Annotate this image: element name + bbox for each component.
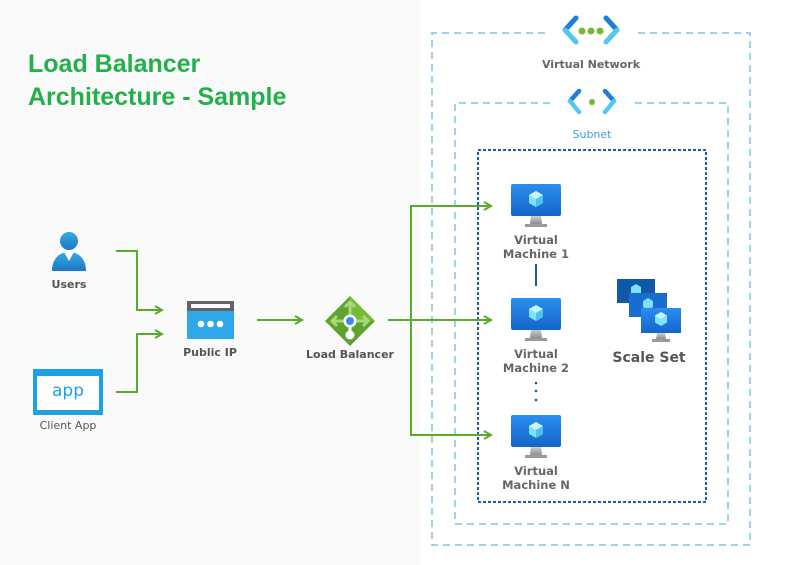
arrow-users-to-public-ip — [116, 250, 162, 310]
load-balancer-label: Load Balancer — [306, 348, 394, 361]
subnet-icon — [567, 88, 617, 115]
subnet-boundary — [454, 102, 729, 525]
vm-n-label-line-1: Virtual — [514, 464, 558, 478]
title-line-2: Architecture - Sample — [28, 83, 287, 111]
arrow-client-app-to-public-ip — [116, 334, 162, 393]
virtual-machine-n-label: Virtual Machine N — [502, 464, 570, 492]
vm-1-label-line-2: Machine 1 — [502, 247, 570, 261]
virtual-network-label: Virtual Network — [541, 58, 641, 71]
vm-1-label-line-1: Virtual — [514, 233, 558, 247]
ellipsis-dot — [534, 398, 538, 402]
public-ip-label: Public IP — [183, 346, 237, 359]
client-app-icon-text: app — [37, 376, 99, 410]
ellipsis-dot — [534, 381, 538, 385]
client-app-icon: app — [33, 369, 103, 415]
virtual-machine-2-label: Virtual Machine 2 — [503, 347, 569, 375]
client-app-label: Client App — [39, 419, 97, 432]
title-line-1: Load Balancer — [28, 50, 201, 78]
virtual-machine-1-label: Virtual Machine 1 — [503, 233, 569, 261]
virtual-machine-1-icon — [511, 184, 561, 227]
load-balancer-icon — [325, 296, 375, 346]
vm-2-label-line-2: Machine 2 — [502, 361, 570, 375]
arrow-load-balancer-to-vm1 — [388, 206, 491, 321]
users-icon — [52, 232, 86, 271]
diagram-title: Load Balancer Architecture - Sample — [28, 48, 286, 114]
scale-set-label: Scale Set — [612, 350, 686, 366]
virtual-network-icon — [562, 15, 620, 45]
arrow-load-balancer-to-vmn — [410, 320, 491, 435]
scale-set-icon — [617, 279, 681, 342]
left-background-panel — [0, 0, 420, 565]
subnet-label: Subnet — [572, 128, 612, 141]
vm-n-label-line-2: Machine N — [502, 478, 570, 492]
virtual-machine-n-icon — [511, 415, 561, 458]
public-ip-icon — [187, 301, 234, 339]
users-label: Users — [51, 278, 87, 291]
virtual-machine-2-icon — [511, 298, 561, 341]
ellipsis-dot — [534, 389, 538, 393]
virtual-network-boundary — [431, 32, 751, 546]
vm-2-label-line-1: Virtual — [514, 347, 558, 361]
